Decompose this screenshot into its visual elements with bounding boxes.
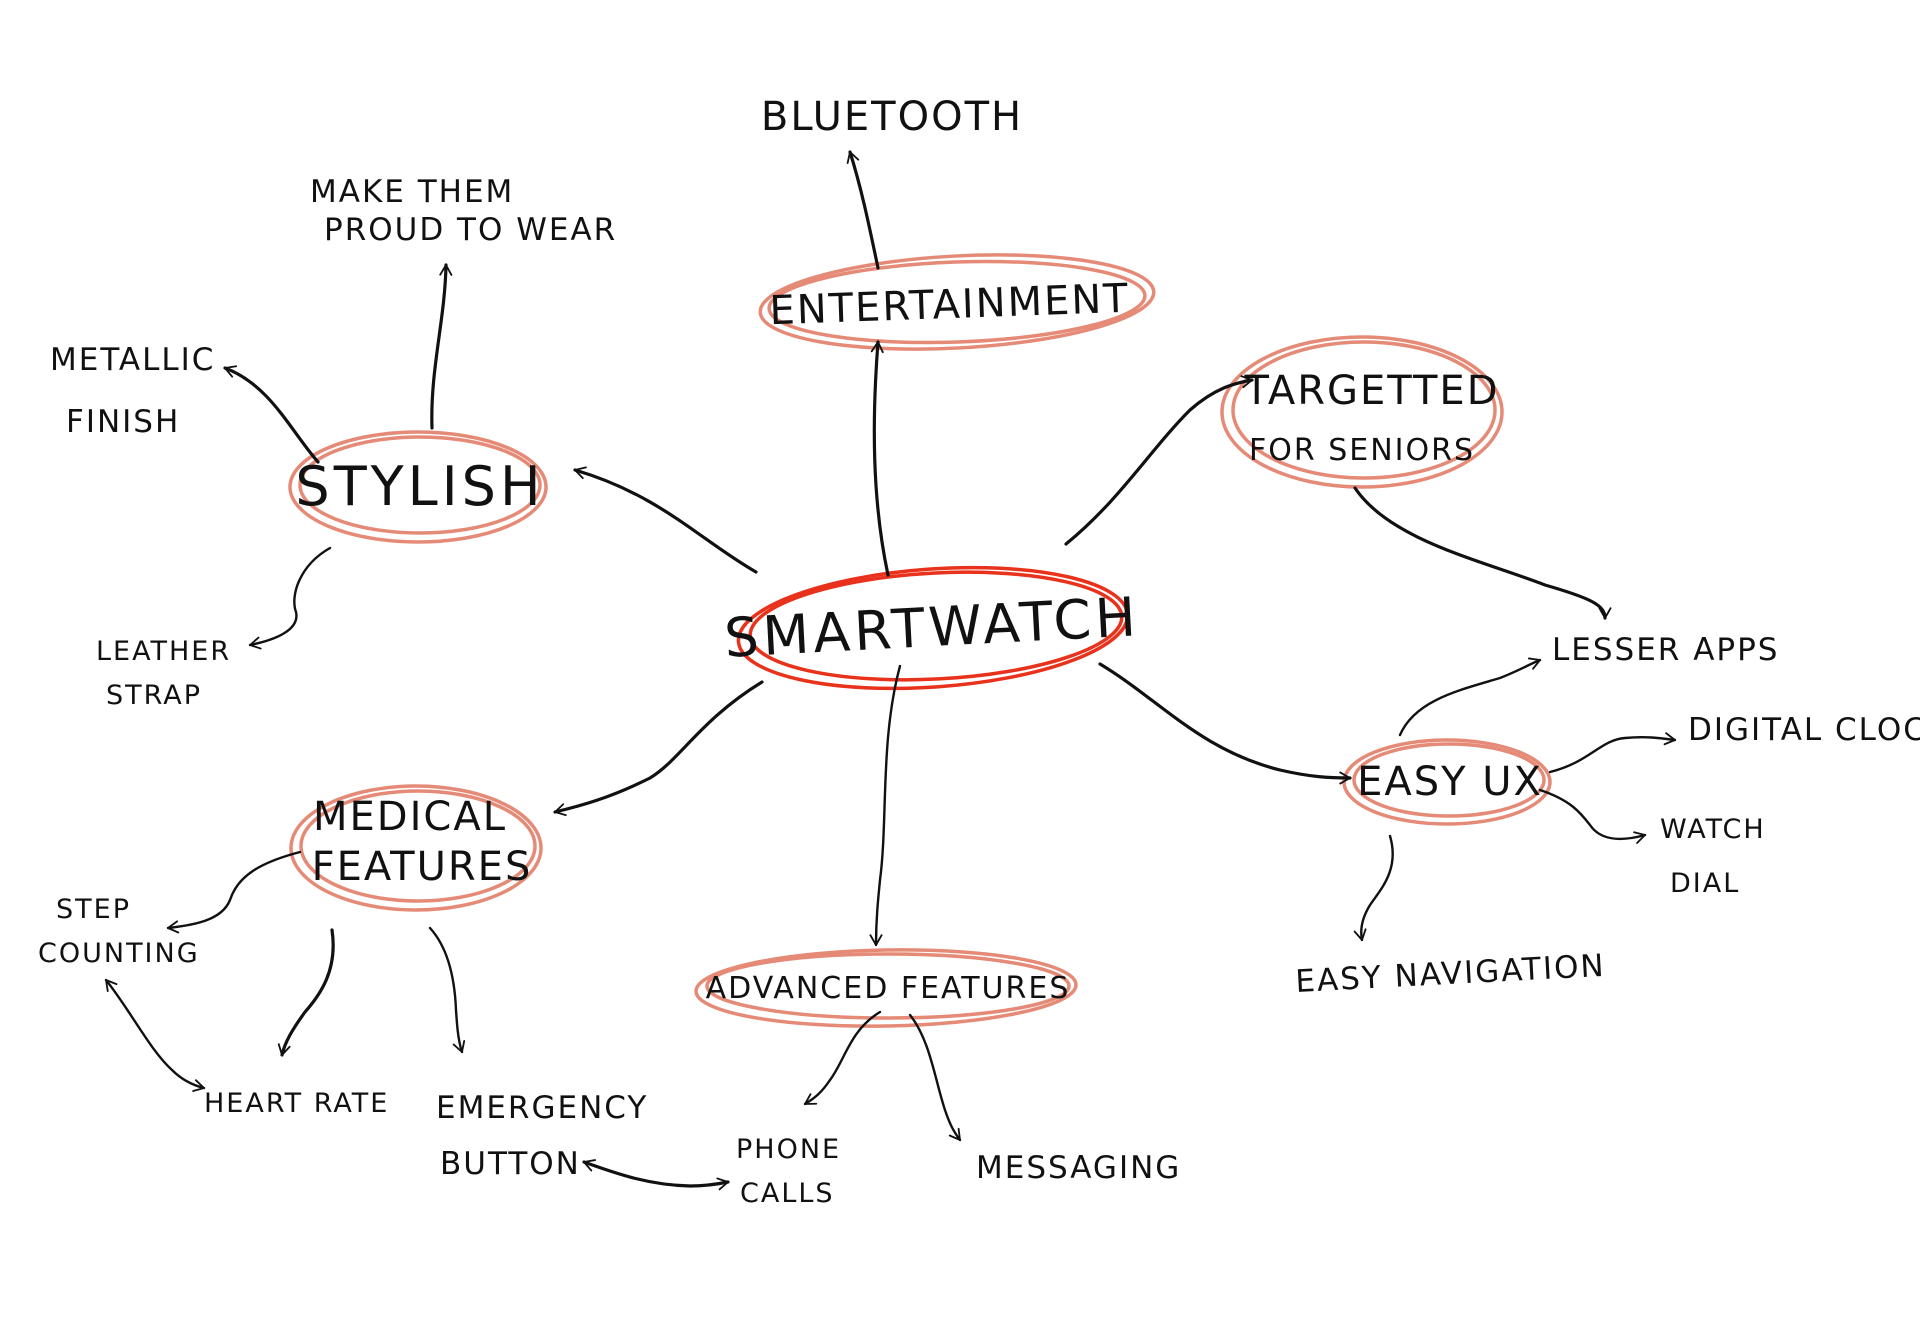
- edge-button-phone-calls: [582, 1159, 730, 1191]
- targetted-ring-inner: [1231, 340, 1497, 480]
- targetted-ring-outer: [1220, 335, 1504, 489]
- edge-medical-step-counting: [166, 850, 302, 934]
- edge-targetted-lesser-apps: [1353, 486, 1612, 620]
- center-ring-outer: [736, 565, 1130, 691]
- edge-advanced-messaging: [908, 1013, 962, 1142]
- edge-medical-heart-rate: [277, 928, 335, 1057]
- edge-center-stylish: [573, 466, 758, 574]
- stylish-label: STYLISH: [295, 455, 544, 518]
- easy-ux-label: EASY UX: [1357, 759, 1543, 805]
- center-node-smartwatch[interactable]: SMARTWATCH: [723, 556, 1141, 701]
- leaf-metallic: METALLIC: [50, 342, 215, 378]
- leaf-digital-clock: DIGITAL CLOCK: [1688, 712, 1920, 748]
- medical-label-line1: MEDICAL: [313, 794, 507, 840]
- edge-center-advanced: [869, 664, 902, 947]
- node-stylish[interactable]: STYLISH: [288, 430, 548, 544]
- stylish-ring-outer: [288, 430, 548, 544]
- leaf-finish: FINISH: [66, 404, 180, 440]
- leaf-counting: COUNTING: [38, 938, 200, 969]
- edge-stylish-leather: [248, 546, 332, 650]
- leaf-step: STEP: [56, 894, 131, 925]
- leaf-make-them: MAKE THEM: [310, 174, 514, 210]
- edge-entertainment-bluetooth: [846, 150, 880, 270]
- edge-center-targetted: [1064, 375, 1254, 546]
- leaf-proud-to-wear: PROUD TO WEAR: [324, 212, 617, 248]
- stylish-ring-inner: [298, 435, 542, 535]
- entertainment-ring-inner: [767, 259, 1147, 345]
- easy-ux-ring-inner: [1352, 742, 1546, 818]
- leaf-emergency: EMERGENCY: [436, 1090, 648, 1126]
- entertainment-label: ENTERTAINMENT: [769, 276, 1131, 335]
- leaf-lesser-apps: LESSER APPS: [1552, 632, 1779, 668]
- targetted-label-line2: FOR SENIORS: [1249, 433, 1475, 468]
- edge-stylish-make-proud: [430, 263, 453, 430]
- leaf-leather: LEATHER: [96, 636, 231, 667]
- targetted-label-line1: TARGETTED: [1244, 368, 1500, 414]
- edge-center-entertainment: [870, 340, 890, 577]
- edge-step-heart-rate: [104, 978, 206, 1092]
- edge-easy-ux-watch-dial: [1538, 788, 1647, 844]
- node-entertainment[interactable]: ENTERTAINMENT: [758, 246, 1156, 358]
- node-advanced-features[interactable]: ADVANCED FEATURES: [694, 947, 1078, 1030]
- advanced-ring-outer: [694, 948, 1078, 1028]
- center-ring-inner: [748, 570, 1124, 682]
- leaf-easy-navigation: EASY NAVIGATION: [1295, 948, 1607, 1000]
- edge-center-medical: [553, 680, 764, 817]
- entertainment-ring-outer: [758, 253, 1156, 351]
- medical-label-line2: FEATURES: [312, 844, 533, 890]
- leaf-dial: DIAL: [1670, 868, 1740, 899]
- edge-advanced-phone-calls: [803, 1010, 882, 1106]
- leaf-heart-rate: HEART RATE: [204, 1088, 389, 1119]
- leaf-phone: PHONE: [736, 1134, 841, 1165]
- edge-easy-ux-digital-clock: [1548, 732, 1677, 774]
- medical-ring-inner: [299, 789, 537, 903]
- leaf-button: BUTTON: [440, 1146, 581, 1182]
- node-targetted-for-seniors[interactable]: TARGETTED FOR SENIORS: [1220, 335, 1504, 489]
- edge-easy-ux-easy-navigation: [1353, 834, 1394, 942]
- medical-ring-outer: [289, 784, 543, 912]
- node-easy-ux[interactable]: EASY UX: [1342, 738, 1552, 826]
- leaf-watch: WATCH: [1660, 814, 1766, 845]
- leaf-messaging: MESSAGING: [976, 1150, 1181, 1186]
- advanced-ring-inner: [705, 952, 1071, 1020]
- leaf-strap: STRAP: [106, 680, 202, 711]
- edge-medical-emergency: [428, 926, 466, 1054]
- leaf-calls: CALLS: [740, 1178, 835, 1209]
- edge-easy-ux-lesser-apps: [1398, 657, 1542, 737]
- leaf-bluetooth: BLUETOOTH: [761, 94, 1023, 140]
- edge-stylish-metallic: [223, 365, 320, 464]
- node-medical-features[interactable]: MEDICAL FEATURES: [289, 784, 543, 912]
- advanced-label: ADVANCED FEATURES: [706, 971, 1071, 1006]
- edges: [104, 150, 1677, 1191]
- edge-center-easy-ux: [1098, 662, 1352, 785]
